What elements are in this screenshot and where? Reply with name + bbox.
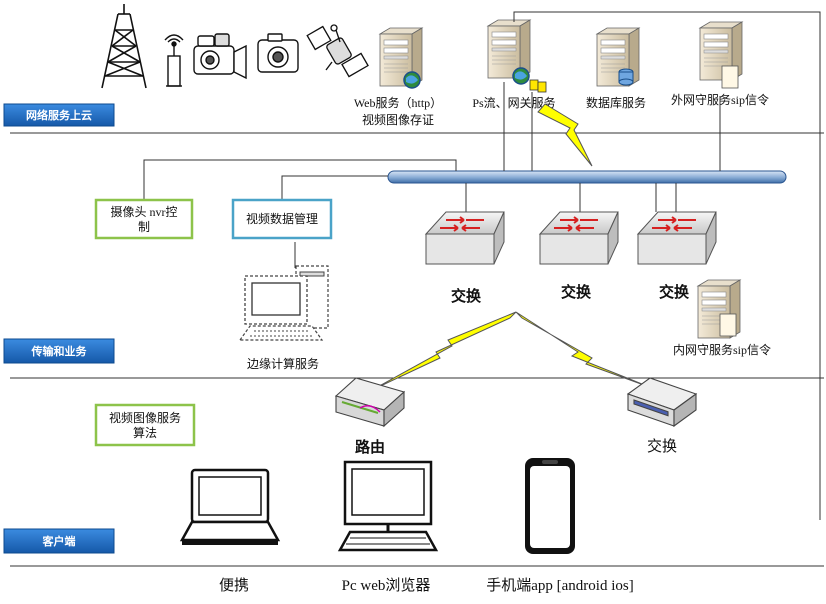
switch-2-label: 交换 — [561, 283, 592, 301]
camera-nvr-box: 摄像头 nvr控 制 — [94, 198, 194, 240]
band-cloud-label: 网络服务上云 — [26, 108, 92, 122]
band-cloud: 网络服务上云 — [3, 103, 115, 127]
web-server-sublabel: 视频图像存证 — [362, 112, 434, 127]
switch-bottom-label: 交换 — [647, 437, 677, 455]
algo-label-line1: 视频图像服务 — [109, 410, 181, 425]
desktop-pc-icon — [337, 460, 439, 552]
switch-bottom-icon — [626, 377, 698, 428]
edge-computing-label: 边缘计算服务 — [247, 356, 319, 371]
inner-guard-label: 内网守服务sip信令 — [673, 342, 771, 357]
camera-nvr-label-line2: 制 — [138, 220, 150, 234]
band-client-label: 客户端 — [42, 534, 76, 548]
client-mobile-label: 手机端app [android ios] — [486, 577, 633, 594]
database-server-icon — [596, 27, 640, 87]
band-transport-label: 传输和业务 — [31, 344, 88, 358]
client-pc-label: Pc web浏览器 — [342, 577, 431, 594]
web-server-icon — [379, 27, 423, 89]
video-mgmt-box: 视频数据管理 — [231, 198, 333, 240]
wireless-link-bolt-router — [371, 311, 517, 391]
laptop-icon — [180, 468, 280, 547]
switch-2-icon — [539, 211, 619, 265]
mobile-phone-icon — [525, 458, 575, 554]
satellite-icon — [306, 24, 369, 78]
wireless-link-bolt — [537, 103, 593, 167]
switch-3-icon — [637, 211, 717, 265]
router-label: 路由 — [355, 438, 385, 456]
video-mgmt-label: 视频数据管理 — [246, 211, 318, 226]
camera-nvr-label-line1: 摄像头 nvr控 — [111, 204, 178, 219]
photo-camera-icon — [257, 33, 299, 73]
outer-guard-server-icon — [699, 21, 743, 89]
web-server-label: Web服务（http） — [354, 95, 442, 110]
radio-tower-icon — [101, 4, 147, 89]
inner-guard-server-icon — [697, 279, 741, 339]
router-icon — [334, 377, 406, 428]
switch-1-icon — [425, 211, 505, 265]
switch-3-label: 交换 — [659, 283, 690, 301]
video-camera-icon — [193, 33, 247, 80]
edge-computer-icon — [238, 265, 329, 341]
database-label: 数据库服务 — [586, 95, 646, 110]
ps-gateway-label: Ps流、网关服务 — [472, 95, 555, 110]
band-transport: 传输和业务 — [3, 338, 115, 364]
algo-box: 视频图像服务 算法 — [94, 403, 196, 447]
switch-1-label: 交换 — [451, 287, 482, 305]
wireless-ap-icon — [164, 34, 184, 87]
algo-label-line2: 算法 — [133, 425, 157, 440]
client-portable-label: 便携 — [219, 577, 249, 594]
wireless-link-bolt-switch — [515, 311, 653, 389]
band-client: 客户端 — [3, 528, 115, 554]
ps-gateway-server-icon — [487, 19, 547, 93]
network-bus — [387, 170, 787, 184]
